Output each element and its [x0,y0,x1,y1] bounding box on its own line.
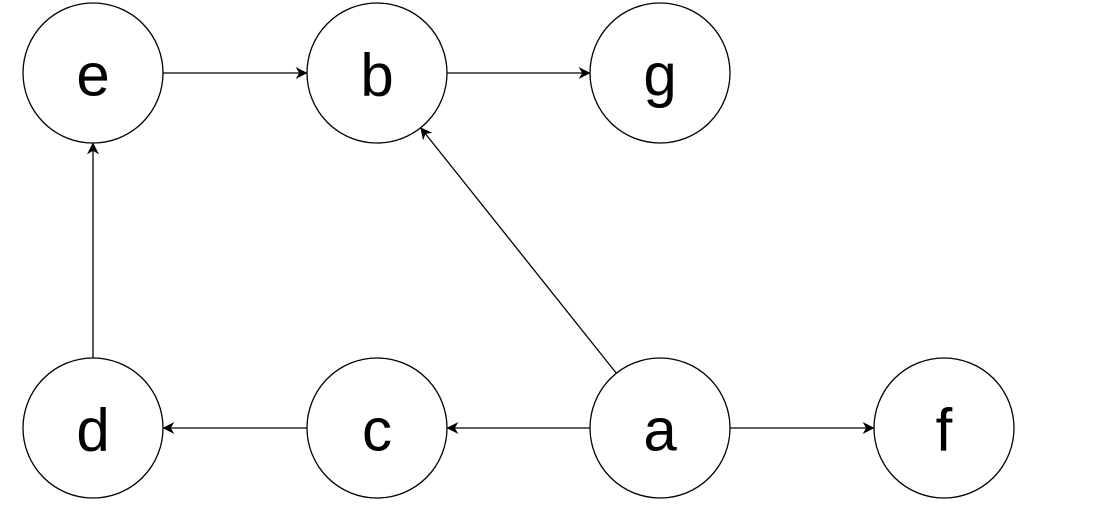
node-a-label: a [643,397,677,464]
node-d-circle [22,357,164,499]
node-a: a [589,357,731,499]
node-g-circle [589,2,731,144]
node-e: e [22,2,164,144]
node-a-circle [589,357,731,499]
node-c-circle [306,357,448,499]
edges-layer [87,67,875,434]
nodes-layer: e b g d c a f [22,2,1015,499]
node-g-label: g [643,42,676,109]
node-d-label: d [76,397,109,464]
node-f-label: f [936,397,953,464]
node-e-circle [22,2,164,144]
node-f: f [873,357,1015,499]
node-g: g [589,2,731,144]
node-b-label: b [360,42,393,109]
node-b: b [306,2,448,144]
node-e-label: e [76,42,109,109]
node-c: c [306,357,448,499]
node-f-circle [873,357,1015,499]
edge-a-to-b [420,127,617,374]
node-d: d [22,357,164,499]
node-c-label: c [362,397,392,464]
node-b-circle [306,2,448,144]
